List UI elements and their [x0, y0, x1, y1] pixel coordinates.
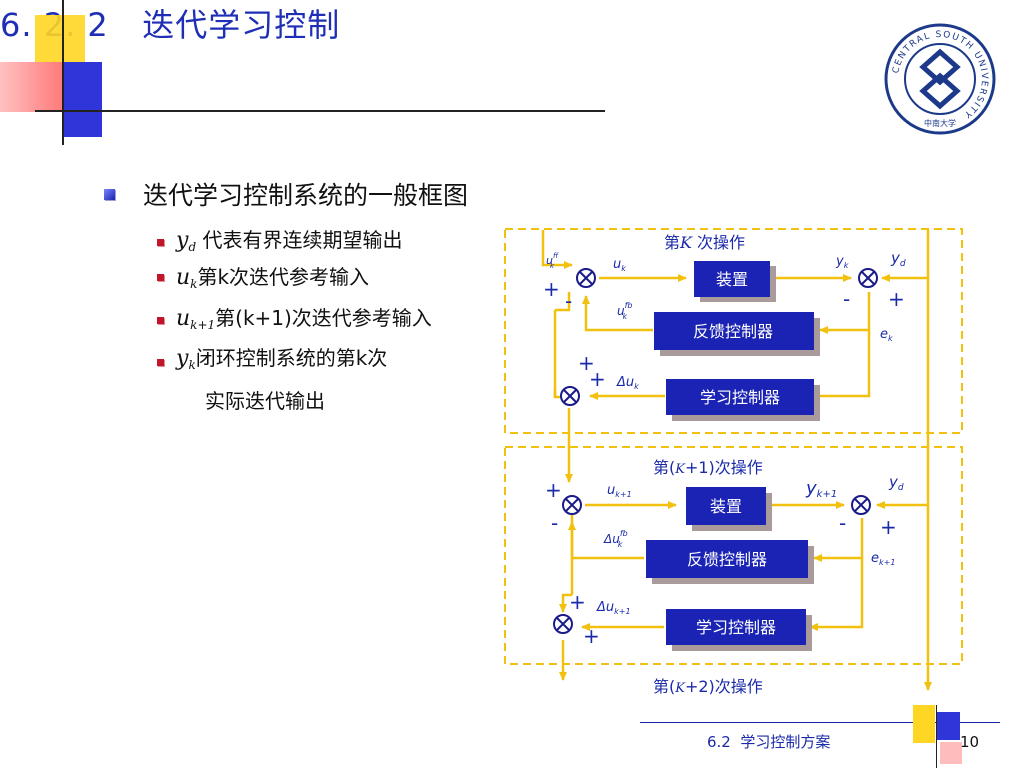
signal-yk1: yk+1	[805, 478, 837, 500]
sign-plus: +	[545, 478, 562, 502]
stage1-frame	[504, 228, 963, 434]
sign-plus: +	[880, 515, 897, 539]
sign-minus: -	[551, 511, 558, 535]
footer-deco-yellow	[913, 705, 935, 743]
deco-vertical-line	[62, 0, 64, 145]
signal-uk: uk	[613, 257, 626, 273]
stage3-label: 第(K+2)次操作	[653, 677, 763, 696]
sign-plus: +	[888, 287, 905, 311]
plant-label: 装置	[716, 270, 748, 289]
signal-yd: yd	[888, 473, 904, 493]
signal-duk1: Δuk+1	[596, 600, 631, 616]
learning-label: 学习控制器	[696, 618, 776, 637]
sign-plus: +	[578, 351, 595, 375]
learning-controller-box	[666, 379, 814, 415]
signal-uk1: uk+1	[607, 483, 632, 499]
stage1-label: 第K 次操作	[664, 233, 745, 252]
plant-label: 装置	[710, 497, 742, 516]
feedback-controller-box	[646, 540, 808, 578]
logo-bottom-text: 中南大学	[924, 118, 956, 128]
bullet-yd: yd 代表有界连续期望输出	[176, 228, 403, 254]
feedback-controller-box	[654, 312, 814, 350]
learning-controller-box	[666, 609, 806, 645]
sign-plus: +	[569, 590, 586, 614]
footer-deco-blue	[936, 712, 960, 740]
deco-blue-block	[62, 62, 102, 137]
signal-ek1: ek+1	[871, 551, 895, 567]
signal-ek: ek	[880, 327, 893, 343]
learning-label: 学习控制器	[700, 388, 780, 407]
sub-bullet-icon	[157, 274, 164, 281]
bullet-yk-continuation: 实际迭代输出	[205, 389, 325, 413]
main-bullet-icon	[104, 189, 115, 200]
deco-red-block	[0, 62, 62, 112]
deco-horizontal-line	[35, 110, 605, 112]
sign-plus: +	[543, 277, 560, 301]
feedback-label: 反馈控制器	[693, 322, 773, 341]
sign-plus: +	[589, 367, 606, 391]
bullet-uk1: uk+1第(k+1)次迭代参考输入	[176, 306, 432, 332]
sign-plus: +	[583, 624, 600, 648]
plant-box	[694, 261, 770, 297]
sub-bullet-icon	[157, 317, 164, 324]
footer-section-label: 6.2 学习控制方案	[707, 733, 831, 751]
bullet-uk: uk第k次迭代参考输入	[176, 265, 370, 291]
footer-line	[640, 722, 1000, 723]
feedback-label: 反馈控制器	[687, 550, 767, 569]
sub-bullet-icon	[157, 239, 164, 246]
sign-minus: -	[843, 287, 850, 311]
sign-minus: -	[839, 511, 846, 535]
sub-bullet-icon	[157, 359, 164, 366]
stage2-label: 第(K+1)次操作	[653, 458, 763, 477]
section-heading: 迭代学习控制系统的一般框图	[143, 181, 469, 210]
stage2-frame	[504, 446, 963, 665]
footer-deco-pink	[940, 742, 962, 764]
bullet-yk: yk闭环控制系统的第k次	[176, 346, 388, 372]
plant-box	[686, 487, 766, 525]
signal-duk: Δuk	[616, 375, 639, 391]
page-number: 10	[960, 733, 980, 751]
signal-yk: yk	[835, 254, 849, 270]
footer-deco-vline	[936, 705, 937, 768]
signal-yd: yd	[890, 249, 906, 269]
sign-minus: -	[565, 289, 572, 313]
university-logo: CENTRAL SOUTH UNIVERSITY 中南大学	[884, 23, 996, 135]
